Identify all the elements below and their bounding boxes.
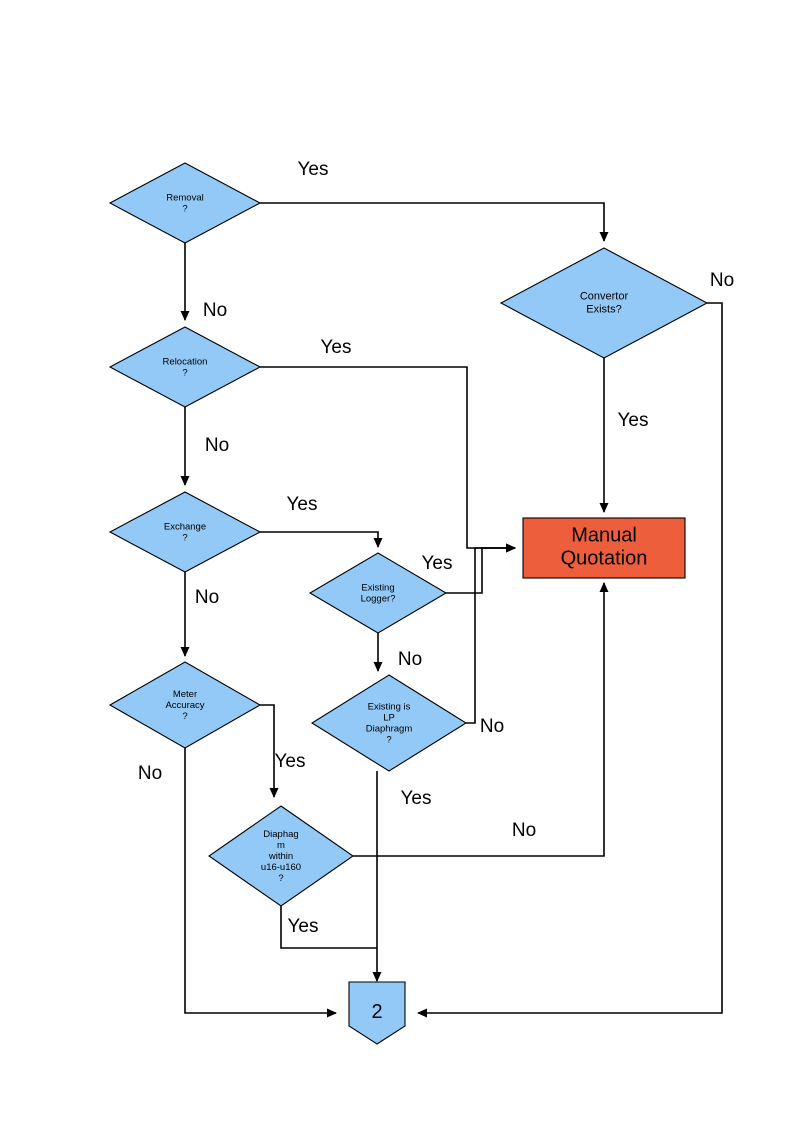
edge-label-meter-accuracy-no: No xyxy=(138,763,162,784)
edge-label-removal-no: No xyxy=(203,300,227,321)
edge-diaphagm-no-to-manual xyxy=(353,582,609,857)
edge-label-convertor-no: No xyxy=(710,270,734,291)
edge-convertor-no-to-connector xyxy=(417,302,723,1018)
edge-label-existing-lp-yes: Yes xyxy=(401,788,432,809)
edge-label-removal-yes: Yes xyxy=(298,159,329,180)
edge-diaphagm-yes-to-connector xyxy=(280,906,377,949)
connector-pentagon xyxy=(348,981,406,1045)
edge-label-diaphagm-yes: Yes xyxy=(288,916,319,937)
process-box xyxy=(522,517,686,579)
node-label-exchange: Exchange? xyxy=(164,521,206,543)
edge-label-meter-accuracy-yes: Yes xyxy=(275,751,306,772)
decision-diamond xyxy=(108,326,262,408)
edges-layer xyxy=(180,202,723,1018)
edge-label-relocation-no: No xyxy=(205,435,229,456)
edge-label-existing-logger-yes: Yes xyxy=(422,553,453,574)
edge-logger-yes-to-manual xyxy=(446,543,516,594)
edge-removal-to-convertor xyxy=(260,202,609,242)
node-label-relocation: Relocation? xyxy=(163,356,208,378)
edge-label-exchange-yes: Yes xyxy=(287,494,318,515)
edge-relocation-to-manual xyxy=(260,366,516,553)
node-connector-2[interactable]: 2 xyxy=(348,981,406,1045)
node-label-removal: Removal? xyxy=(166,192,204,214)
edge-accuracy-yes-to-diaphagm xyxy=(260,704,279,798)
decision-diamond xyxy=(308,552,448,634)
edge-exchange-to-logger xyxy=(260,531,383,548)
edge-label-exchange-no: No xyxy=(195,587,219,608)
node-label-connector-2: 2 xyxy=(371,1001,382,1023)
decision-diamond xyxy=(108,491,262,573)
edge-label-existing-lp-no: No xyxy=(480,716,504,737)
edge-lp-no-to-manual xyxy=(466,543,516,724)
decision-diamond xyxy=(499,247,709,359)
edge-label-convertor-yes: Yes xyxy=(618,410,649,431)
decision-diamond xyxy=(208,805,354,907)
edge-label-existing-logger-no: No xyxy=(398,649,422,670)
decision-diamond xyxy=(108,162,262,244)
decision-diamond xyxy=(108,661,262,749)
node-relocation[interactable]: Relocation? xyxy=(108,326,262,408)
edge-label-diaphagm-no: No xyxy=(512,820,536,841)
node-removal[interactable]: Removal? xyxy=(108,162,262,244)
node-exchange[interactable]: Exchange? xyxy=(108,491,262,573)
decision-diamond xyxy=(310,674,468,772)
edge-label-relocation-yes: Yes xyxy=(321,337,352,358)
edge-accuracy-no-to-connector xyxy=(184,748,337,1018)
